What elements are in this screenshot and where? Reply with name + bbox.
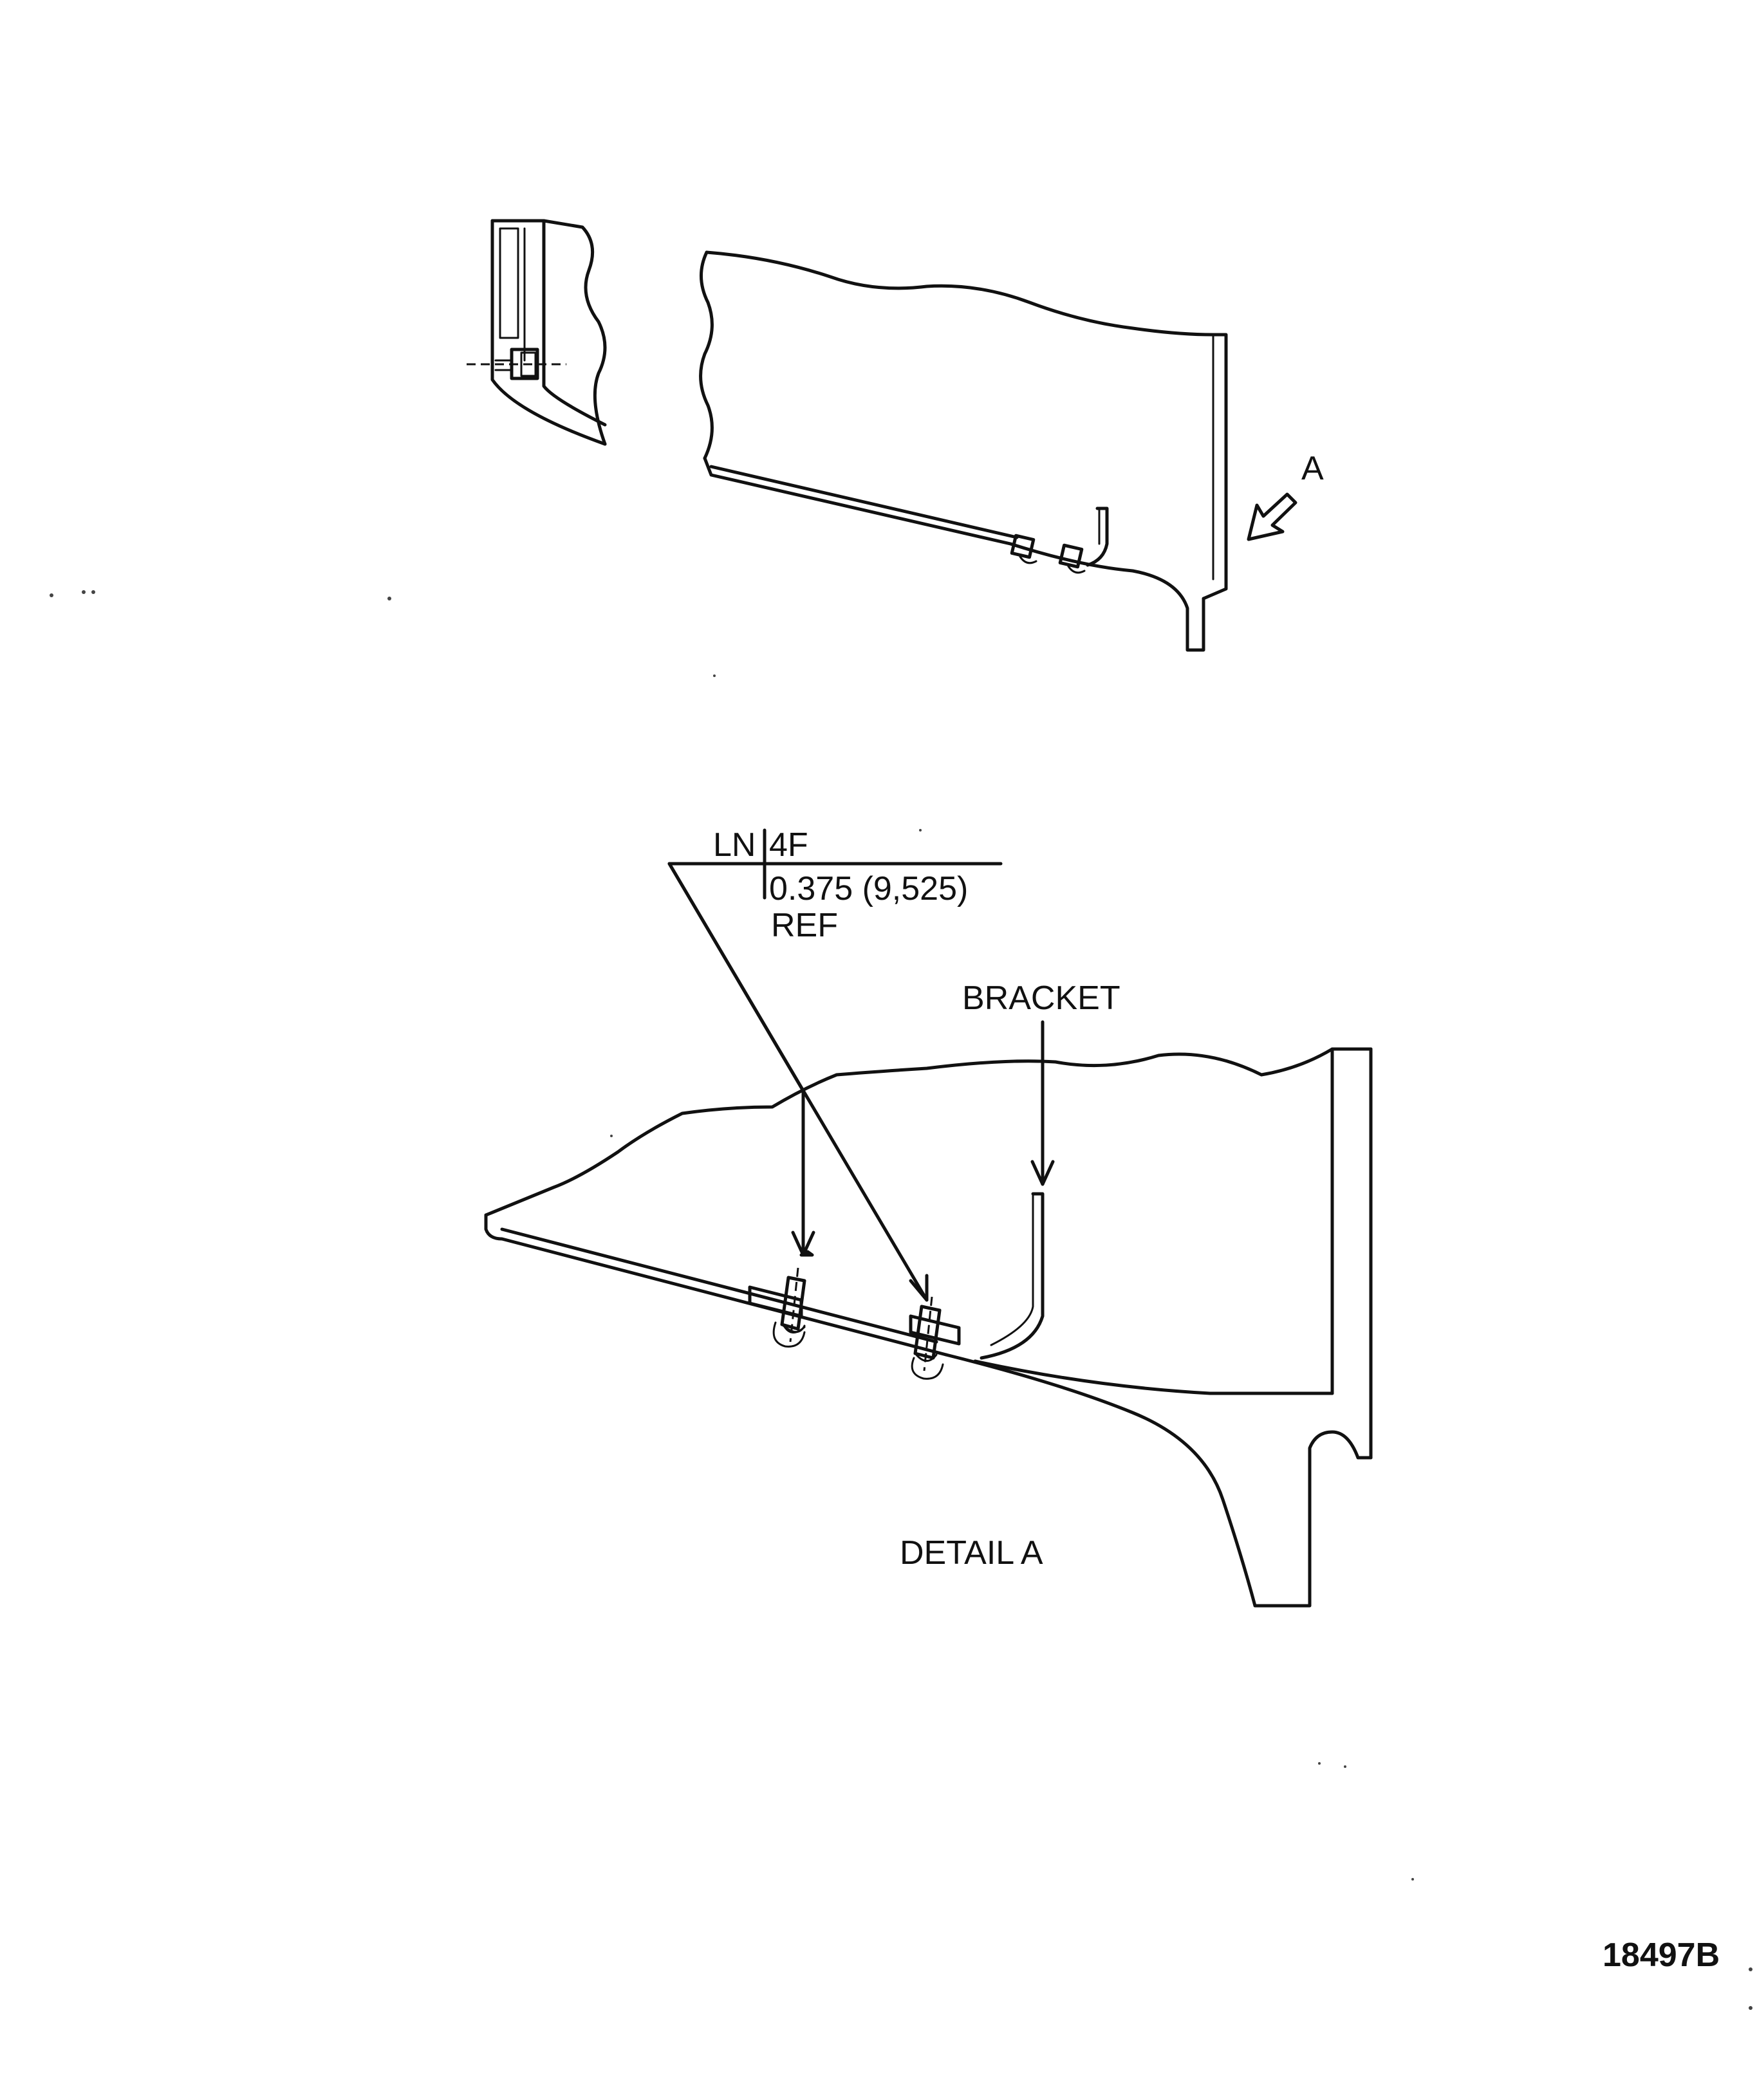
top-panel <box>699 250 1228 652</box>
callout-designator: 4F <box>769 826 808 864</box>
figure-id: 18497B <box>1603 1937 1720 1974</box>
view-arrow: A <box>1247 450 1324 541</box>
top-left-fragment <box>467 219 607 446</box>
callout-dimension: 0.375 (9,525) <box>769 870 968 907</box>
callout-reference: REF <box>771 907 838 944</box>
detail-panel <box>484 1047 1373 1608</box>
bracket-label: BRACKET <box>962 980 1120 1017</box>
detail-title: DETAIL A <box>900 1534 1043 1572</box>
view-arrow-label: A <box>1301 450 1324 487</box>
callout-code: LN <box>713 826 756 864</box>
callout-block: LN 4F 0.375 (9,525) REF <box>667 826 1003 1302</box>
scan-specks <box>50 590 1752 2010</box>
bracket-callout: BRACKET <box>962 980 1120 1186</box>
